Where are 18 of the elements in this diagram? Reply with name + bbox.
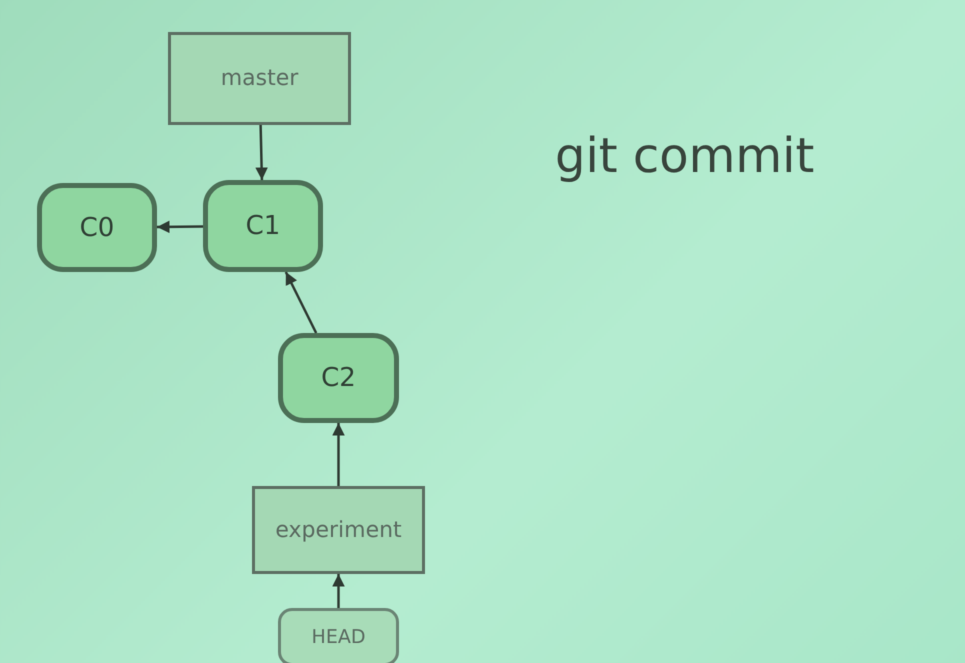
- commit-node: [37, 183, 157, 272]
- node-label: experiment: [275, 518, 402, 542]
- node-label: C1: [246, 211, 280, 241]
- commit-node: [278, 333, 399, 423]
- head-pointer-box: [278, 608, 399, 663]
- slide-title: git commit: [555, 128, 814, 184]
- arrow: [156, 220, 204, 234]
- commit-node: [203, 180, 323, 272]
- arrow: [284, 271, 318, 334]
- arrow: [255, 124, 268, 180]
- node-label: master: [220, 66, 298, 91]
- branch-label-box: [252, 486, 425, 574]
- node-label: C2: [321, 363, 356, 393]
- branch-label-box: [168, 32, 351, 125]
- arrow: [332, 423, 345, 486]
- arrow: [332, 574, 345, 608]
- node-label: C0: [80, 212, 114, 242]
- node-label: HEAD: [312, 626, 366, 648]
